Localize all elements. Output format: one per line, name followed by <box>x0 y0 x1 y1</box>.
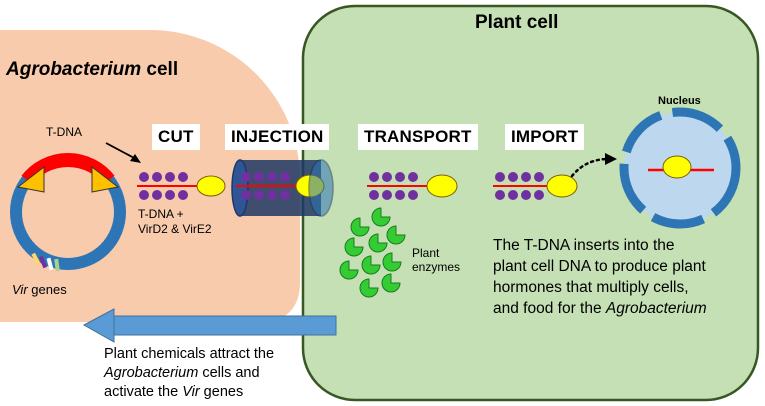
agrobacterium-cell-title: Agrobacterium cell <box>6 59 179 80</box>
tdna-label: T-DNA <box>46 125 82 139</box>
signal-arrow <box>82 308 337 343</box>
tdna-pointer-arrow <box>105 142 137 160</box>
vir-gene-stripe <box>31 252 41 266</box>
vir-gene-stripe <box>38 255 48 269</box>
tdna-complex-import <box>493 172 578 200</box>
step-import: IMPORT <box>505 124 585 150</box>
vir-gene-stripe <box>54 258 60 272</box>
tdna-segment <box>21 152 115 185</box>
vir-genes-label: Vir genes <box>12 282 67 297</box>
step-injection: INJECTION <box>225 124 330 150</box>
injection-channel <box>231 159 334 217</box>
vir-gene-stripe <box>46 257 54 271</box>
nucleus <box>619 107 741 229</box>
tdna-pointer-arrowhead <box>130 154 141 163</box>
agrobacterium-cell <box>0 30 300 322</box>
import-dotted-arrow <box>570 157 608 178</box>
import-arrowhead <box>605 153 617 165</box>
plant-cell-title: Plant cell <box>475 12 559 33</box>
right-border-marker <box>91 165 120 193</box>
nucleus-label: Nucleus <box>658 95 701 107</box>
insert-description: The T-DNA inserts into the plant cell DN… <box>493 237 707 317</box>
step-cut: CUT <box>152 124 200 150</box>
tdna-complex-transport <box>367 172 458 200</box>
plant-enzymes <box>339 207 406 298</box>
step-transport: TRANSPORT <box>358 124 478 150</box>
tdna-complex-cut <box>137 172 226 200</box>
signal-description: Plant chemicals attract the Agrobacteriu… <box>104 346 275 400</box>
complex-label: T-DNA +VirD2 & VirE2 <box>138 207 212 236</box>
left-border-marker <box>16 165 45 193</box>
